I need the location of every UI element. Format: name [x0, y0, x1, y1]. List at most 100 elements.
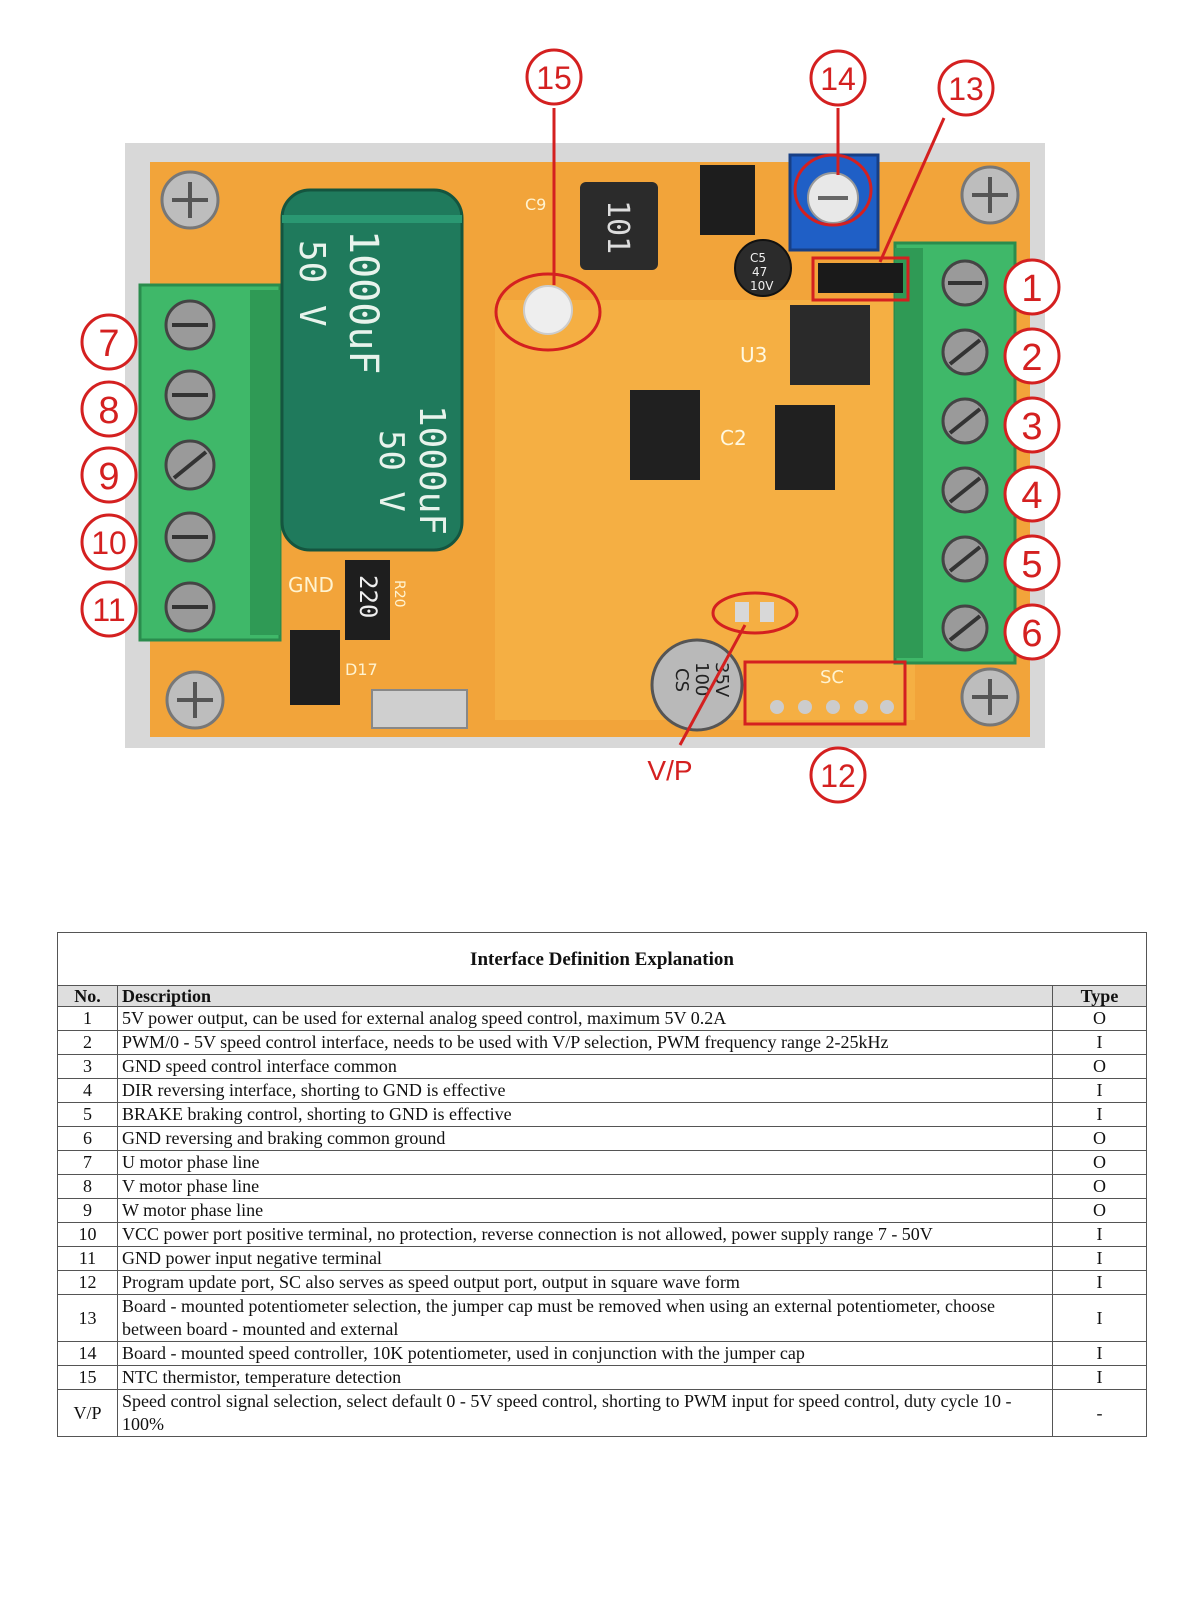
cell-type: O	[1051, 1006, 1148, 1031]
svg-text:47: 47	[752, 265, 767, 279]
cell-description: Board - mounted potentiometer selection,…	[117, 1294, 1053, 1342]
chip-u1	[700, 165, 755, 235]
label-sc: SC	[820, 667, 844, 688]
capacitor-label-4: 50 V	[371, 430, 411, 512]
cell-description: 5V power output, can be used for externa…	[117, 1006, 1053, 1031]
cell-type: -	[1051, 1389, 1148, 1437]
svg-text:CS: CS	[671, 668, 692, 692]
shunt-resistor	[371, 689, 468, 729]
svg-text:3: 3	[1021, 406, 1042, 448]
cell-no: 10	[57, 1222, 118, 1247]
highlight-program-port	[743, 660, 907, 726]
chip-u3	[790, 305, 870, 385]
diode-d17	[290, 630, 340, 705]
cell-type: I	[1051, 1102, 1148, 1127]
cell-description: Program update port, SC also serves as s…	[117, 1270, 1053, 1295]
jumper-cap	[818, 263, 903, 293]
header-description: Description	[117, 985, 1053, 1007]
header-type: Type	[1051, 985, 1148, 1007]
motor-driver-board-photo: 1000uF 50 V 1000uF 50 V 101 U3 C2 C5 47 …	[80, 48, 1061, 804]
highlight-potentiometer	[793, 153, 873, 227]
cell-type: I	[1051, 1341, 1148, 1366]
svg-text:13: 13	[948, 71, 984, 107]
cell-no: 11	[57, 1246, 118, 1271]
header-no: No.	[57, 985, 118, 1007]
cell-no: 8	[57, 1174, 118, 1199]
cell-description: W motor phase line	[117, 1198, 1053, 1223]
cell-type: O	[1051, 1126, 1148, 1151]
screw-bottom-right	[960, 667, 1020, 727]
svg-text:7: 7	[98, 323, 119, 365]
cell-no: 2	[57, 1030, 118, 1055]
cell-type: I	[1051, 1294, 1148, 1342]
cell-type: I	[1051, 1246, 1148, 1271]
cell-type: O	[1051, 1198, 1148, 1223]
cell-description: Board - mounted speed controller, 10K po…	[117, 1341, 1053, 1366]
marker-11: 11	[80, 580, 138, 638]
capacitor-c5: C5 47 10V	[734, 239, 792, 297]
interface-definition-table: Interface Definition Explanation No. Des…	[57, 932, 1148, 1437]
svg-text:10: 10	[91, 525, 127, 561]
cell-no: 14	[57, 1341, 118, 1366]
leader-vp	[678, 624, 747, 746]
cell-description: BRAKE braking control, shorting to GND i…	[117, 1102, 1053, 1127]
label-c2: C2	[720, 426, 747, 450]
cell-description: PWM/0 - 5V speed control interface, need…	[117, 1030, 1053, 1055]
svg-text:100: 100	[691, 662, 712, 696]
label-u3: U3	[740, 343, 767, 367]
marker-5: 5	[1003, 534, 1061, 592]
cell-no: 5	[57, 1102, 118, 1127]
resistor-220: 220	[345, 560, 390, 640]
svg-text:15: 15	[536, 60, 572, 96]
cell-no: 7	[57, 1150, 118, 1175]
cell-type: I	[1051, 1270, 1148, 1295]
ntc-thermistor	[523, 285, 573, 335]
screw-top-left	[160, 170, 220, 230]
marker-3: 3	[1003, 396, 1061, 454]
cell-description: GND speed control interface common	[117, 1054, 1053, 1079]
marker-6: 6	[1003, 603, 1061, 661]
cell-type: I	[1051, 1030, 1148, 1055]
label-d17: D17	[345, 660, 378, 679]
svg-text:2: 2	[1021, 337, 1042, 379]
table-title: Interface Definition Explanation	[57, 932, 1147, 986]
svg-text:1: 1	[1021, 268, 1042, 310]
highlight-jumper	[811, 256, 910, 302]
cell-description: NTC thermistor, temperature detection	[117, 1365, 1053, 1390]
cell-type: I	[1051, 1078, 1148, 1103]
svg-text:9: 9	[98, 456, 119, 498]
highlight-vp-pads	[711, 591, 799, 635]
program-port: SC	[770, 667, 894, 714]
label-r20: R20	[391, 580, 407, 608]
marker-7: 7	[80, 313, 138, 371]
capacitor-1000uf: 1000uF 50 V 1000uF 50 V	[280, 188, 464, 552]
cell-no: 15	[57, 1365, 118, 1390]
cell-description: V motor phase line	[117, 1174, 1053, 1199]
marker-8: 8	[80, 380, 138, 438]
svg-text:11: 11	[92, 592, 125, 628]
inductor-101: 101	[580, 182, 658, 270]
svg-text:35V: 35V	[711, 662, 732, 698]
cell-type: O	[1051, 1150, 1148, 1175]
svg-text:C5: C5	[750, 251, 766, 265]
cell-description: DIR reversing interface, shorting to GND…	[117, 1078, 1053, 1103]
cell-no: 9	[57, 1198, 118, 1223]
svg-text:10V: 10V	[750, 279, 774, 293]
inductor-label: 101	[600, 200, 635, 254]
svg-text:5: 5	[1021, 544, 1042, 586]
label-c9: C9	[525, 195, 546, 214]
svg-text:14: 14	[820, 61, 856, 97]
